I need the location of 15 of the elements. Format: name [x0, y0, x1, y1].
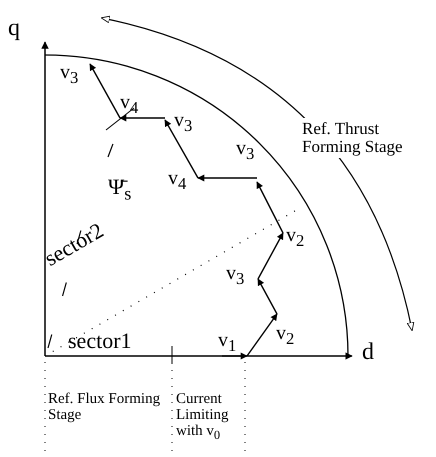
vector-label: v$_{2}$: [276, 323, 294, 348]
stage-label: Current Limiting with v$_{0}$: [176, 392, 230, 442]
sector-label: sector1: [68, 330, 132, 352]
stage-label: Ref. Flux Forming Stage: [48, 392, 162, 424]
flux-vector-label: Ψ̄$_{s}$: [108, 176, 132, 203]
vector-label: v$_{3}$: [226, 263, 244, 288]
axis-label: d: [362, 340, 374, 364]
vector-label: v$_{4}$: [168, 168, 186, 193]
vector-label: v$_{2}$: [286, 225, 304, 250]
axis-label: q: [8, 16, 20, 40]
vector-label: v$_{3}$: [236, 138, 254, 163]
vector-label: v$_{3}$: [174, 110, 192, 135]
vector-label: v$_{1}$: [218, 330, 236, 355]
vector-label: v$_{4}$: [120, 92, 138, 117]
vector-label: v$_{3}$: [60, 62, 78, 87]
